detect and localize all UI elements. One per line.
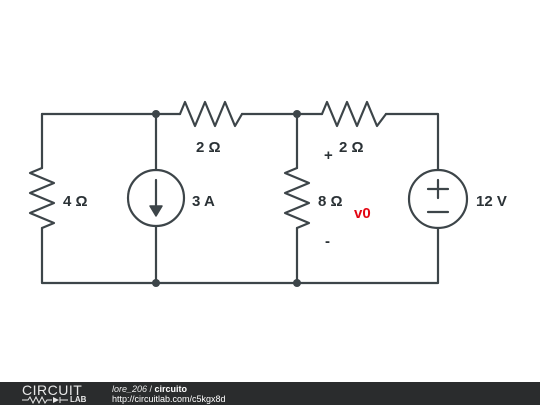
wires: [40, 112, 440, 285]
resistor-top-right: [320, 100, 388, 128]
logo-text-bottom-row: LAB: [22, 396, 86, 404]
footer-bar: CIRCUIT LAB lore_206 / circuito http://c…: [0, 382, 540, 405]
resistor-top-left: [178, 100, 244, 128]
node-top-middle: [293, 110, 301, 118]
circuit-url[interactable]: http://circuitlab.com/c5kgx8d: [112, 394, 226, 404]
label-r-top-left: 2 Ω: [196, 139, 221, 156]
probe-label-v0: v0: [354, 205, 371, 222]
current-source: [126, 168, 186, 228]
resistor-left: [28, 166, 56, 230]
label-current-source: 3 A: [192, 193, 215, 210]
label-voltage-source: 12 V: [476, 193, 507, 210]
probe-minus: -: [325, 233, 330, 250]
arrow-down-icon: [149, 205, 163, 217]
circuitlab-logo[interactable]: CIRCUIT LAB: [22, 383, 102, 405]
plus-icon: [426, 178, 450, 200]
resistor-middle: [283, 166, 311, 230]
author-link[interactable]: lore_206: [112, 384, 148, 394]
meta-line-1: lore_206 / circuito: [112, 384, 226, 394]
node-bottom-left: [152, 279, 160, 287]
meta-separator: /: [147, 384, 155, 394]
label-r-left: 4 Ω: [63, 193, 88, 210]
voltage-source: [407, 168, 469, 230]
circuit-title[interactable]: circuito: [154, 384, 188, 394]
wire-top-right: [384, 112, 440, 172]
wire-bottom: [40, 226, 440, 285]
node-top-left: [152, 110, 160, 118]
resistor-diode-icon: [22, 396, 68, 404]
label-r-middle: 8 Ω: [318, 193, 343, 210]
node-bottom-middle: [293, 279, 301, 287]
circuit-meta: lore_206 / circuito http://circuitlab.co…: [112, 384, 226, 404]
logo-text-top: CIRCUIT: [22, 382, 83, 398]
label-r-top-right: 2 Ω: [339, 139, 364, 156]
probe-plus: +: [324, 147, 333, 164]
logo-lab-text: LAB: [70, 395, 87, 404]
circuit-schematic: 4 Ω 3 A 2 Ω 8 Ω 2 Ω 12 V + - v0: [28, 100, 507, 287]
